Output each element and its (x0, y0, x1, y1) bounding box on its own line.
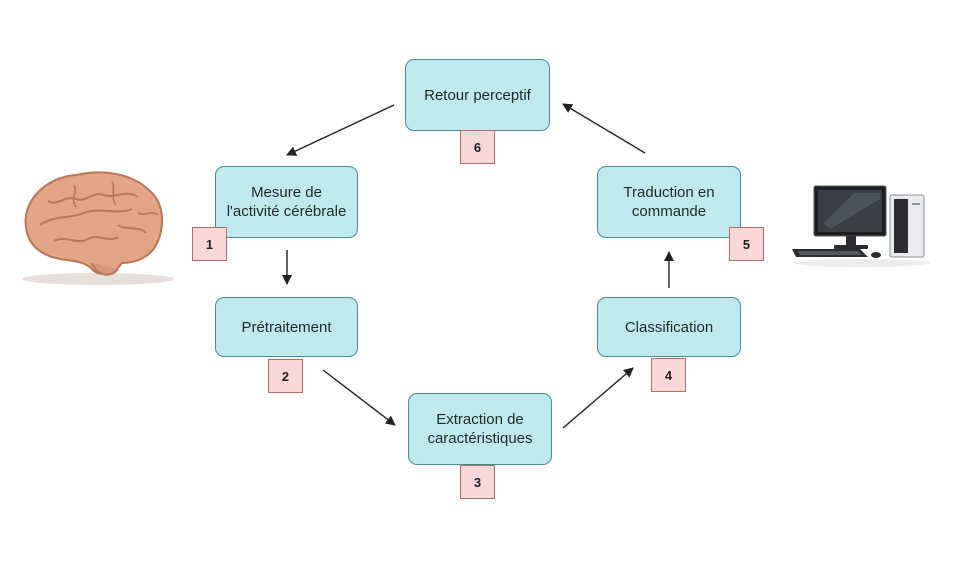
node-pretraitement: Prétraitement (215, 297, 358, 357)
step-number-2: 2 (268, 359, 303, 393)
node-label: Extraction de caractéristiques (427, 411, 533, 447)
desktop-computer-icon (792, 185, 930, 267)
arrow-pretraitement-to-extraction (322, 369, 396, 426)
node-retour-perceptif: Retour perceptif (405, 59, 550, 131)
step-number-4: 4 (651, 358, 686, 392)
node-classification: Classification (597, 297, 741, 357)
node-label: Traduction en commande (623, 184, 715, 220)
node-traduction-commande: Traduction en commande (597, 166, 741, 238)
arrow-traduction-to-retour (562, 103, 646, 154)
node-label: Classification (624, 318, 714, 336)
step-number-6: 6 (460, 130, 495, 164)
step-number-1: 1 (192, 227, 227, 261)
brain-icon (22, 171, 174, 285)
node-label: Retour perceptif (424, 86, 531, 104)
node-label: Prétraitement (241, 318, 332, 336)
step-number-3: 3 (460, 465, 495, 499)
arrow-retour-to-mesure (286, 104, 395, 156)
arrow-extraction-to-classification (562, 367, 634, 429)
node-extraction: Extraction de caractéristiques (408, 393, 552, 465)
step-number-5: 5 (729, 227, 764, 261)
node-label: Mesure de l'activité cérébrale (226, 184, 347, 220)
node-mesure-activite: Mesure de l'activité cérébrale (215, 166, 358, 238)
